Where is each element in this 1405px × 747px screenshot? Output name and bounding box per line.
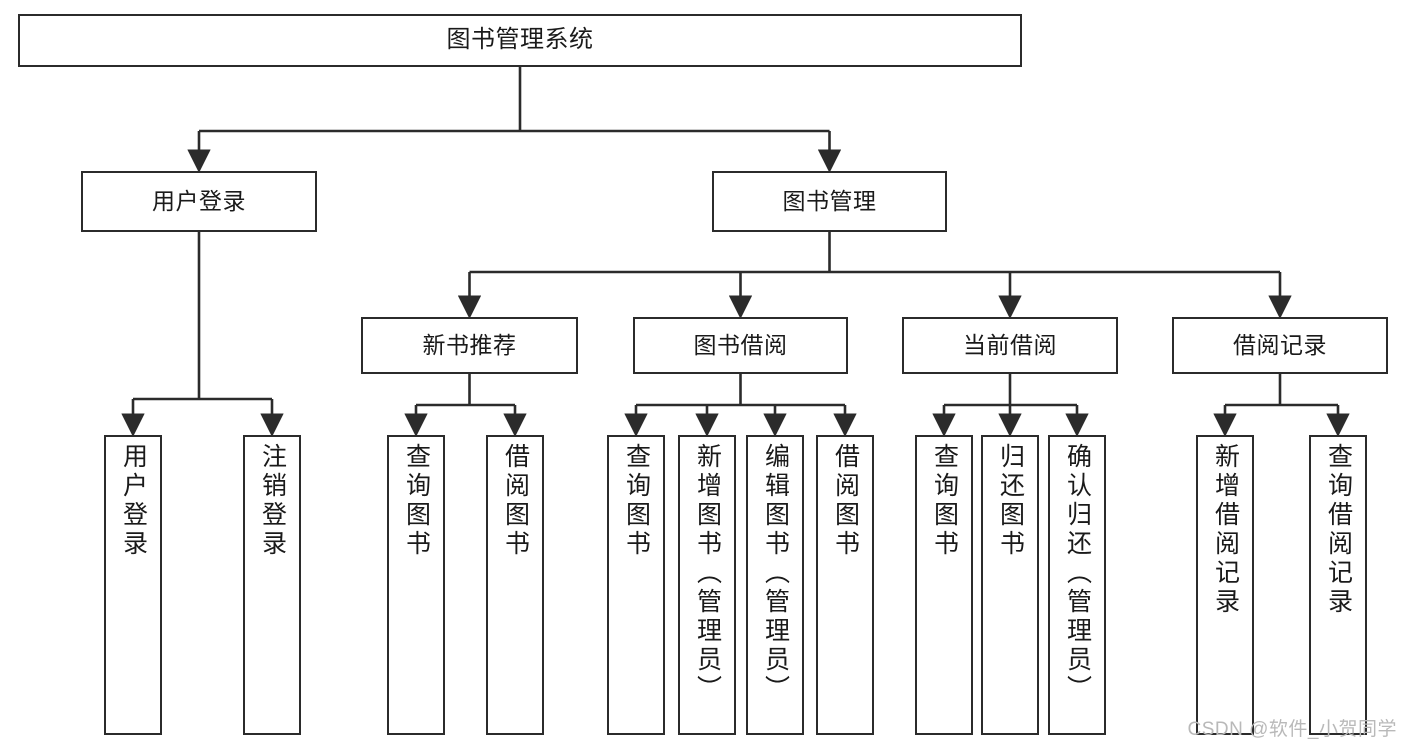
- node-label: 图书管理: [782, 187, 877, 214]
- node-label: 用户登录: [152, 187, 246, 214]
- node-leaf-user-login[interactable]: 用户登录: [104, 435, 162, 735]
- node-label: 新增借阅记录: [1211, 443, 1240, 617]
- node-user-login[interactable]: 用户登录: [81, 171, 317, 232]
- node-label: 当前借阅: [963, 331, 1057, 358]
- node-leaf-rec-query-book[interactable]: 查询图书: [387, 435, 445, 735]
- node-label: 注销登录: [258, 443, 287, 559]
- node-current-borrow[interactable]: 当前借阅: [902, 317, 1118, 374]
- node-label: 编辑图书（管理员）: [761, 443, 790, 704]
- node-leaf-rec-borrow-book[interactable]: 借阅图书: [486, 435, 544, 735]
- node-label: 查询图书: [930, 443, 959, 559]
- node-label: 确认归还（管理员）: [1063, 443, 1092, 704]
- node-root[interactable]: 图书管理系统: [18, 14, 1022, 67]
- node-leaf-borrow-edit-book[interactable]: 编辑图书（管理员）: [746, 435, 804, 735]
- node-borrow-record[interactable]: 借阅记录: [1172, 317, 1388, 374]
- node-leaf-rec-add-record[interactable]: 新增借阅记录: [1196, 435, 1254, 735]
- node-label: 图书管理系统: [446, 26, 594, 54]
- node-label: 图书借阅: [693, 331, 788, 358]
- csdn-watermark: CSDN @软件_小贺同学: [1187, 719, 1397, 740]
- node-leaf-cur-confirm-return[interactable]: 确认归还（管理员）: [1048, 435, 1106, 735]
- node-book-manage[interactable]: 图书管理: [712, 171, 947, 232]
- node-leaf-cur-query-book[interactable]: 查询图书: [915, 435, 973, 735]
- node-label: 归还图书: [996, 443, 1025, 559]
- node-label: 借阅图书: [501, 443, 530, 559]
- node-label: 查询图书: [622, 443, 651, 559]
- node-book-borrow[interactable]: 图书借阅: [633, 317, 848, 374]
- node-label: 新增图书（管理员）: [693, 443, 722, 704]
- node-leaf-cur-return-book[interactable]: 归还图书: [981, 435, 1039, 735]
- node-label: 借阅记录: [1233, 331, 1327, 358]
- node-leaf-borrow-add-book[interactable]: 新增图书（管理员）: [678, 435, 736, 735]
- node-label: 借阅图书: [831, 443, 860, 559]
- node-label: 新书推荐: [422, 331, 517, 358]
- node-leaf-borrow-lend-book[interactable]: 借阅图书: [816, 435, 874, 735]
- node-label: 查询图书: [402, 443, 431, 559]
- node-label: 用户登录: [119, 443, 148, 559]
- node-new-book-rec[interactable]: 新书推荐: [361, 317, 578, 374]
- node-label: 查询借阅记录: [1324, 443, 1353, 617]
- node-leaf-rec-query-record[interactable]: 查询借阅记录: [1309, 435, 1367, 735]
- node-leaf-user-logout[interactable]: 注销登录: [243, 435, 301, 735]
- node-leaf-borrow-query-book[interactable]: 查询图书: [607, 435, 665, 735]
